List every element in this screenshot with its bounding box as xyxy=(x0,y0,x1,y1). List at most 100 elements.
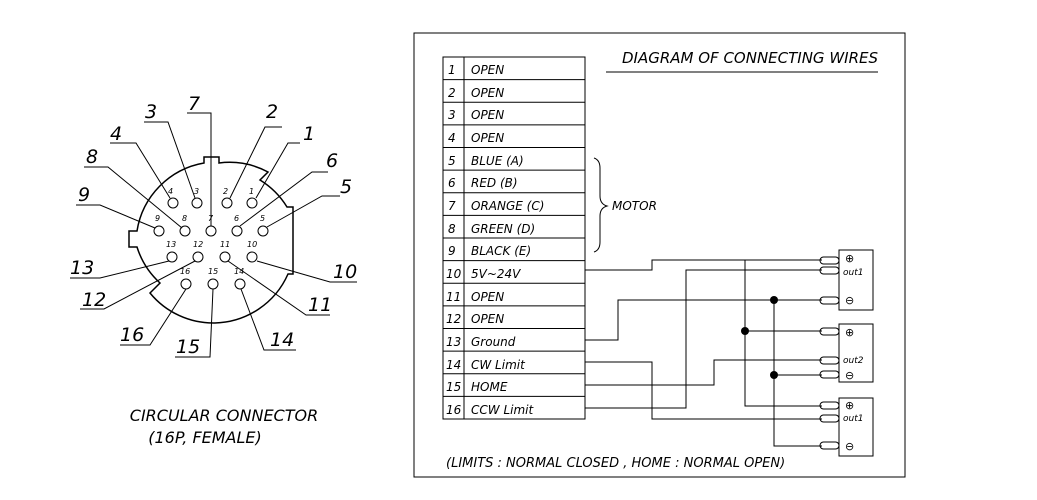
pin-holes xyxy=(153,197,269,290)
pin-table: 1 OPEN 2 OPEN 3 OPEN 4 OPEN 5 BLUE (A) 6… xyxy=(442,56,586,420)
wire-ground xyxy=(585,299,822,341)
pin-number: 11 xyxy=(446,290,461,304)
wire-supply-bus xyxy=(744,260,822,407)
pin-name: RED (B) xyxy=(471,176,518,190)
diagram-frame xyxy=(413,32,906,478)
callout-16: 16 xyxy=(120,324,144,346)
pin-hole-13 xyxy=(166,251,178,263)
pin-name: OPEN xyxy=(471,290,504,304)
pin-hole-14 xyxy=(234,278,246,290)
wire-supply xyxy=(585,259,822,271)
connector-caption-line2: (16P, FEMALE) xyxy=(148,428,262,447)
callout-8: 8 xyxy=(86,146,98,168)
pin-hole-16 xyxy=(180,278,192,290)
callout-2: 2 xyxy=(266,101,278,123)
pin-hole-1 xyxy=(246,197,258,209)
pin-number: 15 xyxy=(446,380,461,394)
pin-hole-11 xyxy=(219,251,231,263)
pin-number: 8 xyxy=(448,222,456,236)
pin-name: CCW Limit xyxy=(471,403,534,417)
module-label: out1 xyxy=(843,268,863,278)
inner-label: 15 xyxy=(208,267,218,276)
pin-name: ORANGE (C) xyxy=(471,199,544,213)
pin-name: BLUE (A) xyxy=(471,154,524,168)
callout-12: 12 xyxy=(82,289,106,311)
pin-hole-15 xyxy=(207,278,219,290)
wire-home xyxy=(585,359,822,386)
inner-label: 10 xyxy=(247,240,257,249)
inner-label: 16 xyxy=(180,267,190,276)
inner-label: 9 xyxy=(155,214,160,223)
module-label: out1 xyxy=(843,414,863,424)
wire-ccw-limit xyxy=(585,269,822,409)
pin-number: 12 xyxy=(446,312,461,326)
pin-hole-9 xyxy=(153,225,165,237)
pin-table-row-lines xyxy=(443,79,585,397)
callout-9: 9 xyxy=(78,184,90,206)
inner-label: 8 xyxy=(182,214,187,223)
pin-name: HOME xyxy=(471,380,508,394)
sensor-modules: ⊕ out1 ⊖ ⊕ out2 ⊖ ⊕ out1 xyxy=(819,249,874,457)
callout-3: 3 xyxy=(145,101,157,123)
pin-hole-3 xyxy=(191,197,203,209)
pin-number: 4 xyxy=(448,131,456,145)
callout-10: 10 xyxy=(333,261,357,283)
pin-name: CW Limit xyxy=(471,358,526,372)
pin-hole-8 xyxy=(179,225,191,237)
junctions xyxy=(741,296,778,379)
pin-number: 14 xyxy=(446,358,461,372)
module-label: out2 xyxy=(843,356,864,366)
inner-label: 12 xyxy=(193,240,203,249)
pin-number: 10 xyxy=(446,267,462,281)
pin-hole-6 xyxy=(231,225,243,237)
pin-number: 13 xyxy=(446,335,461,349)
inner-label: 4 xyxy=(168,187,173,196)
callout-6: 6 xyxy=(326,150,338,172)
pin-hole-5 xyxy=(257,225,269,237)
pin-number: 16 xyxy=(446,403,462,417)
callout-4: 4 xyxy=(110,123,122,145)
pin-number: 3 xyxy=(448,108,456,122)
plus-icon: ⊕ xyxy=(845,252,854,265)
callout-13: 13 xyxy=(70,257,94,279)
callout-14: 14 xyxy=(270,329,294,351)
wiring-diagram: DIAGRAM OF CONNECTING WIRES 1 OPEN 2 OPE… xyxy=(413,32,906,478)
inner-label: 6 xyxy=(234,214,239,223)
inner-label: 13 xyxy=(166,240,176,249)
inner-label: 2 xyxy=(223,187,228,196)
callout-15: 15 xyxy=(176,336,200,358)
pin-inner-labels: 4 3 2 1 9 8 7 6 5 13 12 11 10 16 15 14 xyxy=(155,187,265,276)
pin-hole-4 xyxy=(167,197,179,209)
sensor-module-2: ⊕ out2 ⊖ xyxy=(819,323,874,383)
pin-name: OPEN xyxy=(471,108,504,122)
inner-label: 11 xyxy=(220,240,230,249)
callout-leaders xyxy=(70,112,357,358)
pin-hole-12 xyxy=(192,251,204,263)
pin-number: 9 xyxy=(448,244,456,258)
minus-icon: ⊖ xyxy=(845,369,854,382)
callout-numbers: 1 2 3 4 5 6 7 8 9 10 11 12 13 14 15 16 xyxy=(70,93,357,358)
wire-ground-bus xyxy=(773,300,822,447)
pin-number: 1 xyxy=(448,63,456,77)
pin-name: OPEN xyxy=(471,131,504,145)
sensor-module-1: ⊕ out1 ⊖ xyxy=(819,249,874,311)
plus-icon: ⊕ xyxy=(845,326,854,339)
inner-label: 1 xyxy=(249,187,254,196)
pin-name: OPEN xyxy=(471,312,504,326)
minus-icon: ⊖ xyxy=(845,440,854,453)
pin-name: BLACK (E) xyxy=(471,244,531,258)
callout-1: 1 xyxy=(303,123,315,145)
callout-5: 5 xyxy=(340,176,352,198)
wires xyxy=(585,259,822,447)
pin-name: OPEN xyxy=(471,63,504,77)
diagram-footer: (LIMITS : NORMAL CLOSED , HOME : NORMAL … xyxy=(446,456,785,471)
junction-dot xyxy=(770,371,778,379)
callout-7: 7 xyxy=(188,93,200,115)
inner-label: 14 xyxy=(234,267,244,276)
motor-brace xyxy=(593,157,609,253)
motor-label: MOTOR xyxy=(612,199,657,213)
connector-caption-line1: CIRCULAR CONNECTOR xyxy=(130,406,318,425)
plus-icon: ⊕ xyxy=(845,399,854,412)
junction-dot xyxy=(741,327,749,335)
